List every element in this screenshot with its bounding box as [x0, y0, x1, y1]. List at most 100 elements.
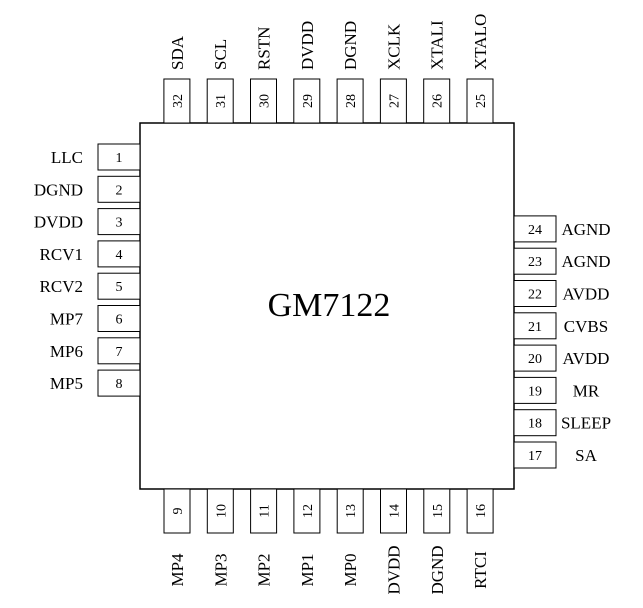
pin-name: MP6	[50, 342, 83, 361]
pin-number: 5	[116, 280, 123, 295]
pin-name: AGND	[561, 252, 610, 271]
pin-box-top	[163, 78, 191, 124]
pin-name: XTALI	[428, 20, 447, 70]
pin-name: MP3	[211, 553, 230, 586]
pin-name: LLC	[51, 148, 83, 167]
pin-name: DVDD	[34, 213, 83, 232]
pin-name: AGND	[561, 220, 610, 239]
pin-box-left	[97, 175, 141, 203]
pin-name: MP4	[168, 553, 187, 587]
pin-name: MP0	[341, 553, 360, 586]
pin-box-right	[513, 409, 557, 437]
pin-number: 30	[258, 94, 273, 108]
pin-box-bottom	[293, 488, 321, 534]
pin-number: 26	[431, 94, 446, 108]
pin-number: 13	[344, 504, 359, 518]
pin-name: AVDD	[563, 349, 610, 368]
pin-number: 29	[301, 94, 316, 108]
pin-name: MP2	[255, 553, 274, 586]
pin-box-right	[513, 280, 557, 307]
pin-box-left	[97, 143, 141, 171]
pin-box-left	[97, 369, 141, 397]
pin-box-left	[97, 337, 141, 365]
pin-box-bottom	[336, 488, 364, 534]
pin-box-top	[379, 78, 407, 124]
pin-box-left	[97, 305, 141, 332]
pin-box-bottom	[423, 488, 451, 534]
pin-box-bottom	[206, 488, 234, 534]
pin-name: SCL	[211, 39, 230, 70]
pin-number: 12	[301, 504, 316, 518]
pin-box-left	[97, 272, 141, 300]
pin-number: 24	[528, 223, 542, 238]
pin-number: 9	[171, 508, 186, 515]
pin-name: SA	[575, 446, 597, 465]
pin-box-right	[513, 247, 557, 275]
pin-box-top	[336, 78, 364, 124]
pin-box-right	[513, 441, 557, 469]
pin-box-bottom	[163, 488, 191, 534]
pin-number: 2	[116, 183, 123, 198]
pin-box-right	[513, 215, 557, 243]
pin-name: MP7	[50, 310, 84, 329]
pin-number: 16	[474, 504, 489, 518]
pin-number: 25	[474, 94, 489, 108]
pin-box-left	[97, 240, 141, 268]
pin-name: DGND	[34, 180, 83, 199]
pin-number: 17	[528, 449, 542, 464]
pin-number: 4	[116, 248, 123, 263]
pin-name: MP1	[298, 553, 317, 586]
chip-title: GM7122	[268, 287, 391, 324]
pin-box-bottom	[380, 488, 407, 534]
pin-box-top	[250, 78, 277, 124]
pin-number: 23	[528, 255, 542, 270]
pin-number: 6	[116, 313, 123, 328]
pin-box-bottom	[250, 488, 278, 534]
pin-box-top	[423, 78, 451, 124]
pin-number: 14	[388, 504, 403, 518]
pin-name: XTALO	[471, 14, 490, 70]
pin-number: 19	[528, 384, 542, 399]
pin-name: RTCI	[471, 551, 490, 589]
pin-box-top	[466, 78, 494, 124]
pin-number: 20	[528, 352, 542, 367]
pin-number: 3	[116, 216, 123, 231]
pin-name: MR	[573, 381, 600, 400]
pin-number: 22	[528, 288, 542, 303]
pin-number: 15	[431, 504, 446, 518]
pin-number: 1	[116, 151, 123, 166]
pin-name: MP5	[50, 374, 83, 393]
pin-name: RCV2	[40, 277, 83, 296]
pin-box-right	[513, 344, 557, 372]
pin-name: CVBS	[564, 317, 608, 336]
pin-number: 18	[528, 417, 542, 432]
pin-number: 21	[528, 320, 542, 335]
pin-name: AVDD	[563, 285, 610, 304]
pin-box-right	[513, 376, 557, 404]
pin-box-bottom	[466, 488, 494, 534]
pin-name: RCV1	[40, 245, 83, 264]
pin-name: SDA	[168, 35, 187, 70]
chip-body	[139, 122, 515, 490]
pin-name: SLEEP	[561, 414, 611, 433]
pin-name: DGND	[341, 21, 360, 70]
pin-name: DGND	[428, 545, 447, 594]
pin-box-right	[513, 312, 557, 340]
pin-number: 28	[344, 94, 359, 108]
pin-name: RSTN	[255, 27, 274, 70]
pin-box-top	[293, 78, 321, 124]
pin-box-top	[206, 78, 234, 124]
pin-number: 11	[258, 504, 273, 517]
pin-number: 10	[214, 504, 229, 518]
pin-number: 32	[171, 94, 186, 108]
pin-number: 27	[387, 94, 402, 108]
pin-box-left	[97, 208, 141, 236]
pin-name: DVDD	[298, 21, 317, 70]
pin-name: DVDD	[385, 545, 404, 594]
pin-number: 8	[116, 377, 123, 392]
pin-number: 31	[214, 94, 229, 108]
pin-number: 7	[116, 345, 123, 360]
pin-name: XCLK	[384, 23, 403, 70]
